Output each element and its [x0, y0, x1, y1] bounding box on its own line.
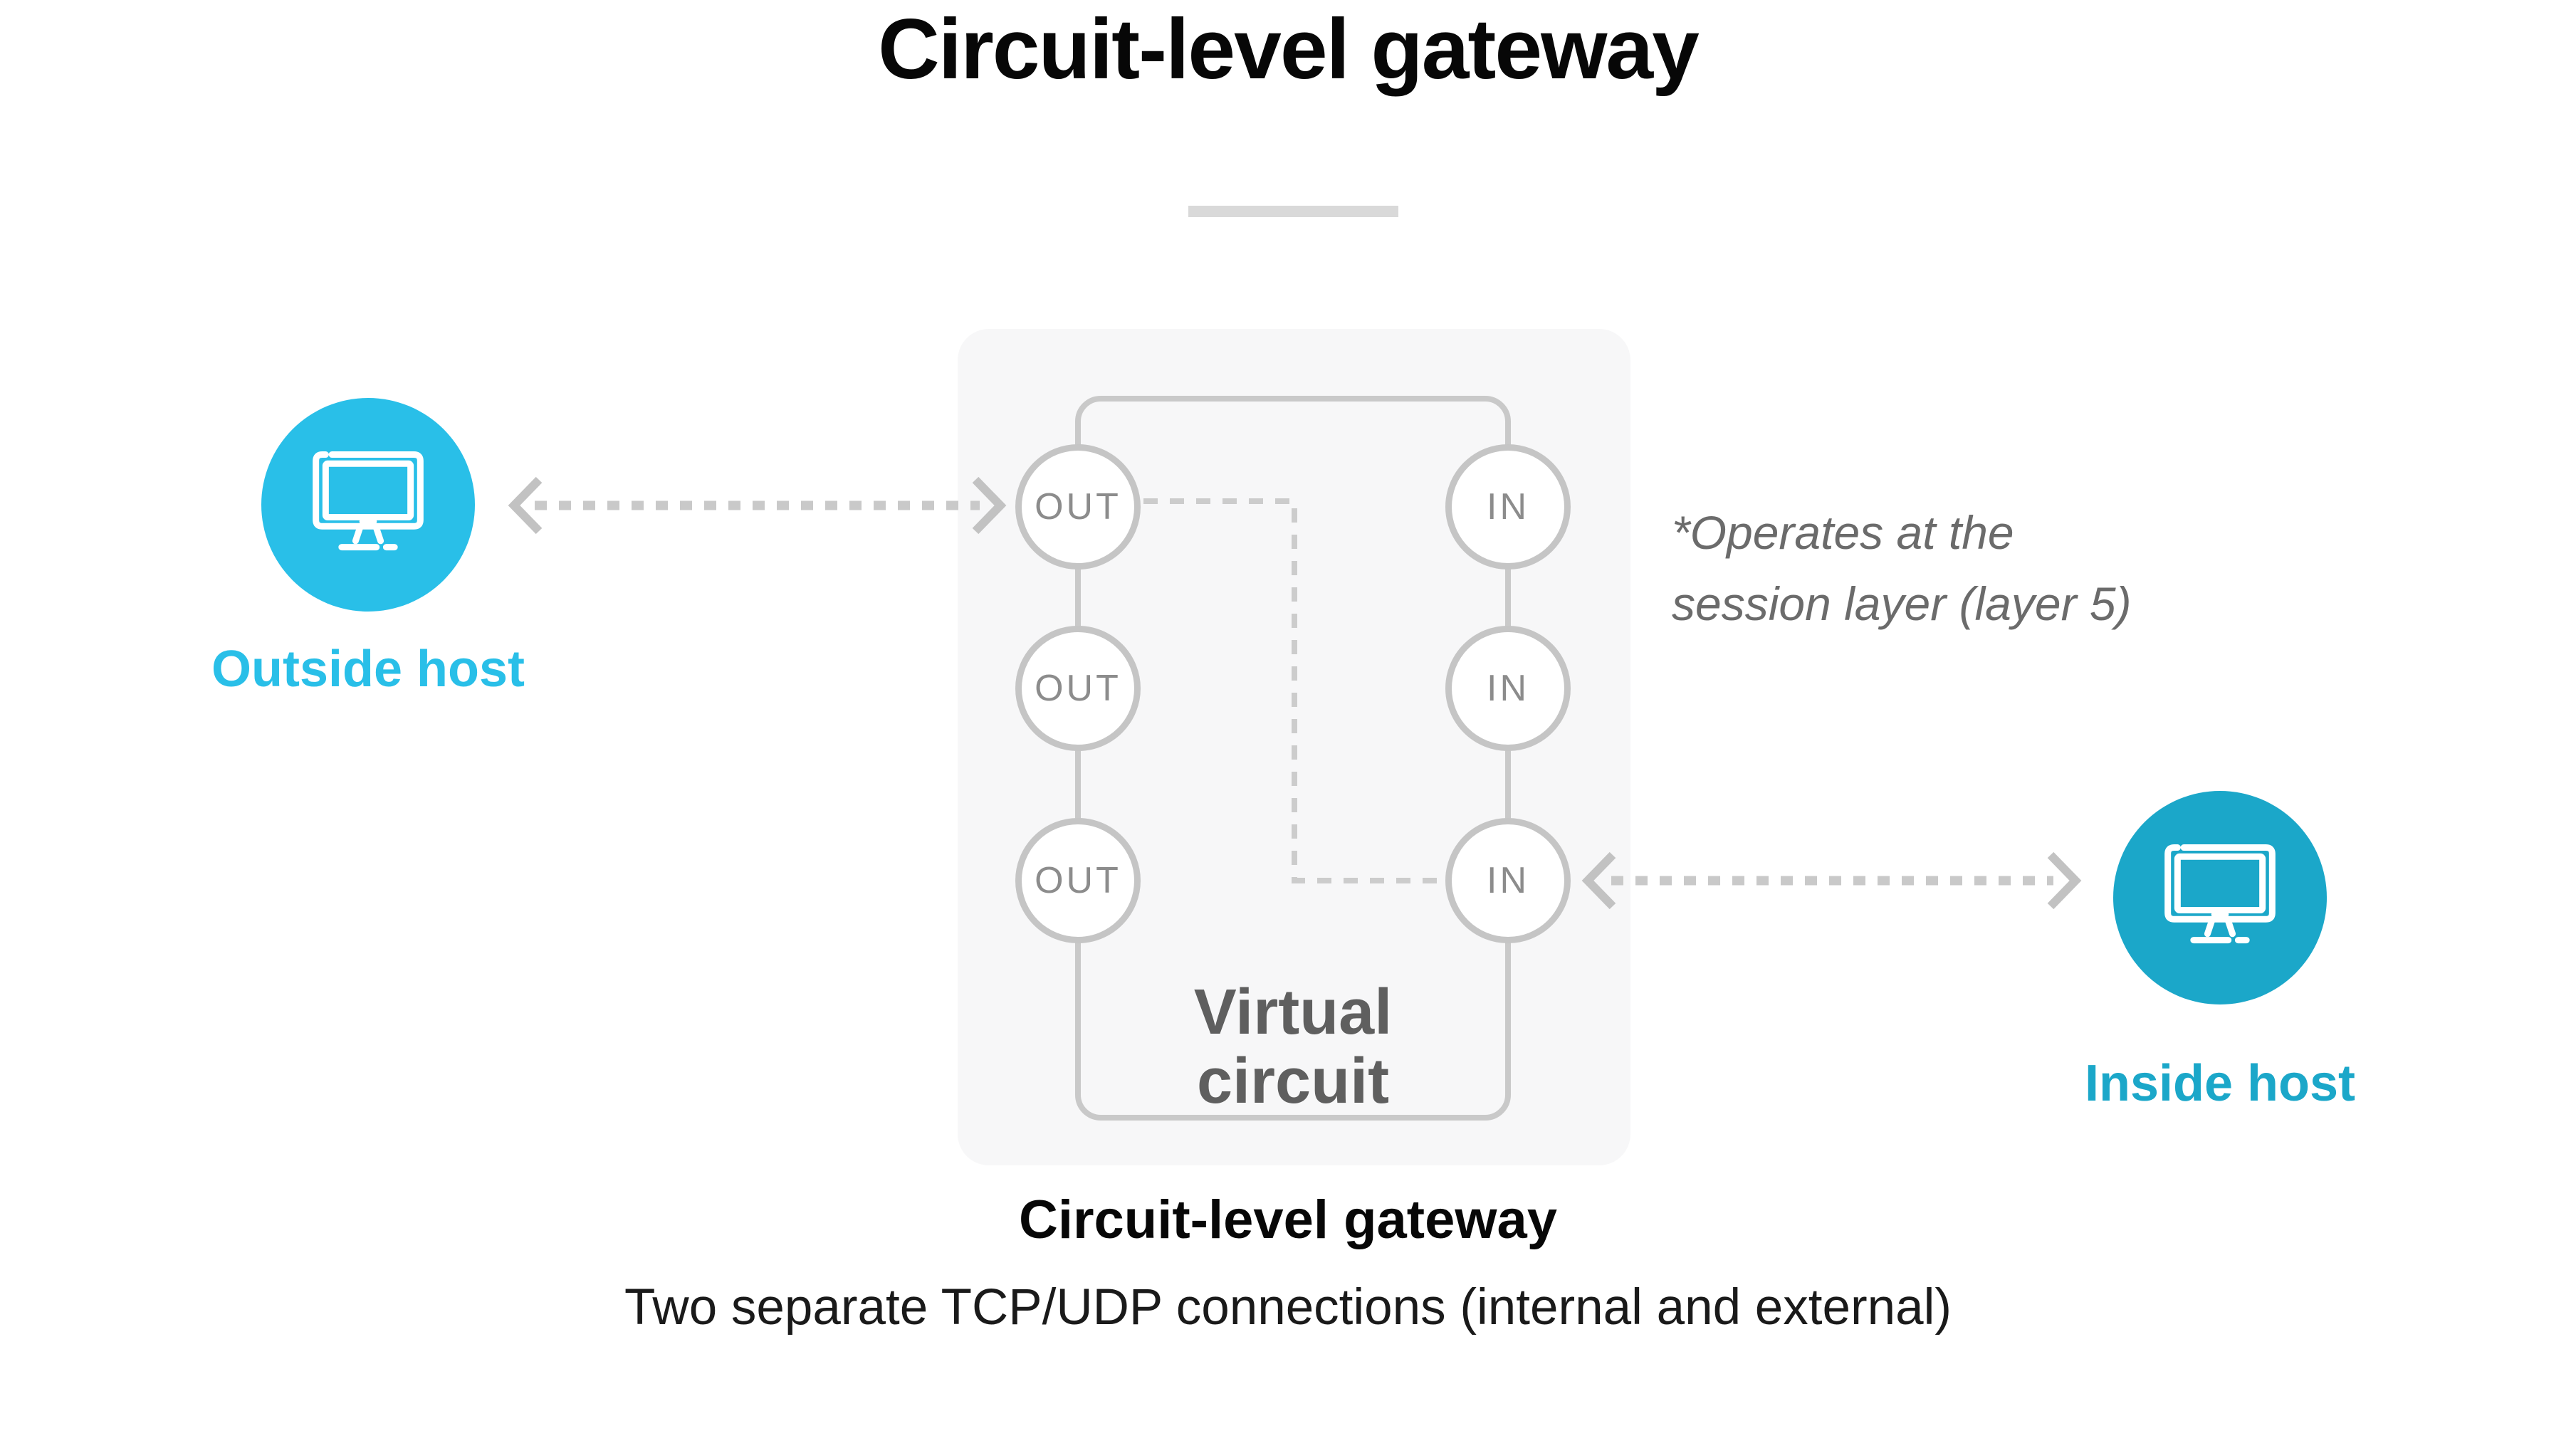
gateway-caption: Circuit-level gateway — [1018, 1190, 1558, 1250]
port-out-3-label: OUT — [1035, 860, 1121, 901]
page-title: Circuit-level gateway — [878, 1, 1700, 97]
port-out-2-label: OUT — [1035, 668, 1121, 709]
inside-host-avatar — [2113, 791, 2327, 1004]
wire-loop — [1075, 396, 1511, 1121]
virtual-circuit-dashed-path — [1143, 498, 1441, 883]
session-layer-note: *Operates at the session layer (layer 5) — [1672, 506, 2132, 630]
port-in-2-label: IN — [1487, 668, 1529, 709]
virtual-circuit-label: Virtual circuit — [1193, 977, 1393, 1117]
port-in-1: IN — [1445, 444, 1571, 570]
port-out-1-label: OUT — [1035, 486, 1121, 528]
port-in-1-label: IN — [1487, 486, 1529, 528]
port-out-3: OUT — [1015, 818, 1141, 943]
right-arrowhead-left — [1581, 851, 1616, 910]
title-divider — [1188, 206, 1398, 217]
monitor-icon — [298, 441, 438, 570]
gateway-description: Two separate TCP/UDP connections (intern… — [624, 1279, 1952, 1336]
port-out-1: OUT — [1015, 444, 1141, 570]
left-arrowhead-left — [508, 476, 543, 535]
inside-host-label: Inside host — [2084, 1055, 2356, 1112]
port-in-3: IN — [1445, 818, 1571, 943]
port-in-2: IN — [1445, 626, 1571, 751]
port-in-3-label: IN — [1487, 860, 1529, 901]
monitor-icon — [2150, 834, 2290, 962]
right-arrowhead-right — [2047, 851, 2082, 910]
port-out-2: OUT — [1015, 626, 1141, 751]
outside-host-label: Outside host — [211, 641, 525, 698]
outside-host-avatar — [261, 398, 475, 612]
left-arrowhead-right — [972, 476, 1007, 535]
